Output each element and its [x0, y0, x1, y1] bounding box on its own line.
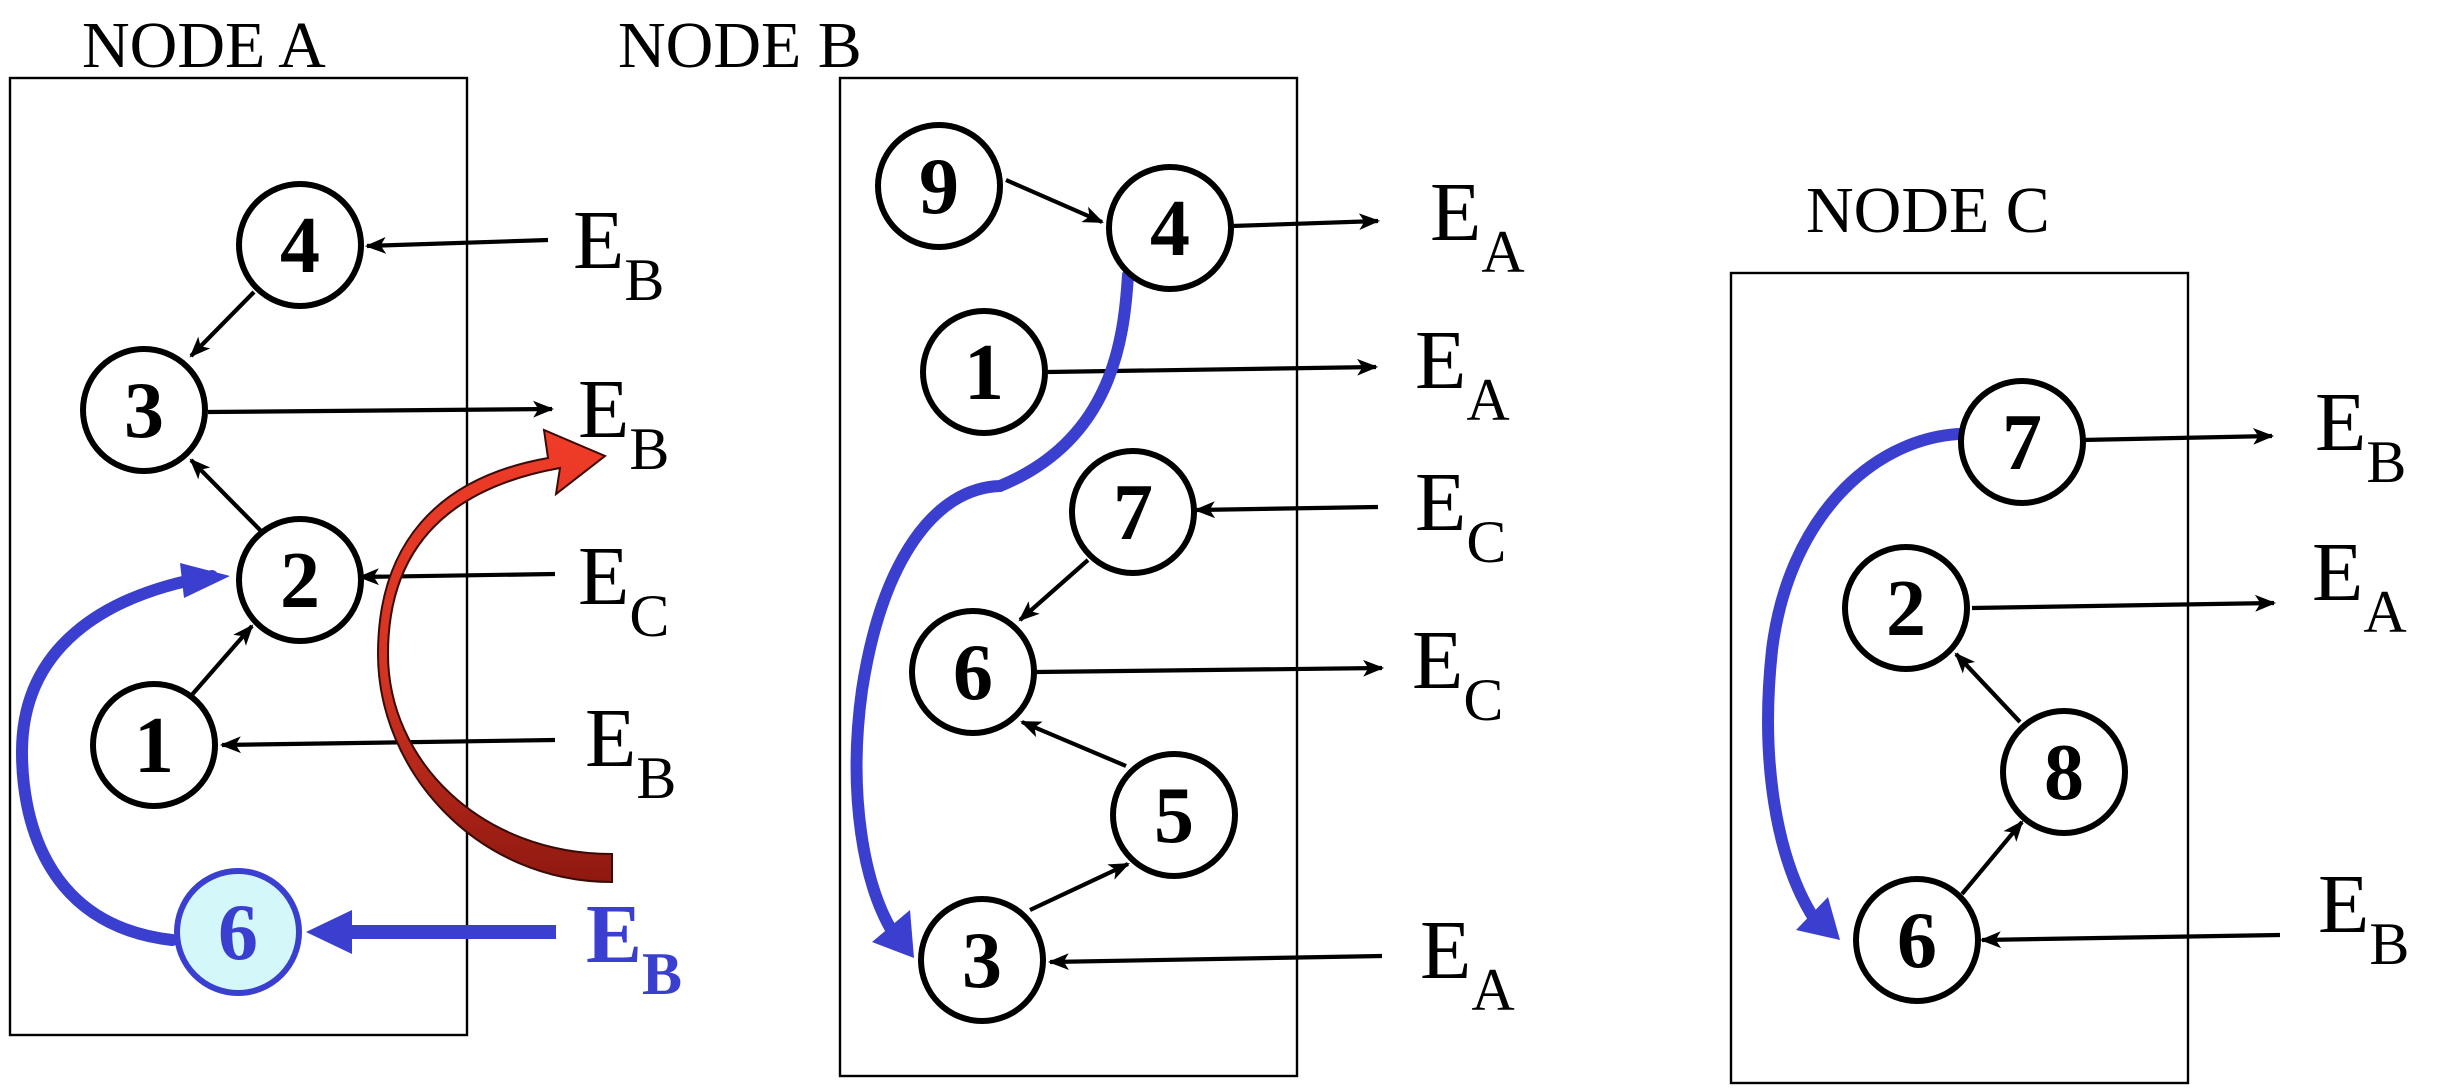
ext-label-b-3: EC — [1415, 456, 1506, 575]
ext-label-a-1: EB — [573, 194, 664, 313]
ext-label-a-4: EB — [585, 692, 676, 811]
ext-label-b-1: EA — [1430, 166, 1525, 285]
ext-label-b-2: EA — [1415, 314, 1510, 433]
edge-b9-b4 — [1005, 178, 1104, 224]
blue-curve-b4-b3 — [850, 269, 1134, 946]
ext-label-a-2: EB — [578, 363, 669, 482]
edge-c6-c8 — [1960, 820, 2024, 896]
node-c-title: NODE C — [1806, 174, 2050, 247]
node-a: NODE A 4 3 2 — [8, 9, 682, 1037]
ext-label-b-4: EC — [1412, 614, 1503, 733]
node-b-box — [838, 76, 1299, 1078]
ext-label-b-5: EA — [1420, 904, 1515, 1023]
ext-arrow-b-out-6 — [1035, 659, 1385, 677]
edge-a2-a3 — [189, 458, 264, 534]
circle-b7-label: 7 — [1113, 469, 1153, 557]
edge-a1-a2 — [188, 624, 254, 699]
ext-arrow-a-out-3 — [207, 400, 555, 418]
circle-b9: 9 — [875, 122, 1003, 250]
circle-c8: 8 — [2000, 708, 2128, 836]
circle-a6-highlighted: 6 — [174, 868, 302, 996]
circle-b3: 3 — [918, 896, 1046, 1024]
node-b-title: NODE B — [618, 9, 862, 82]
circle-a4: 4 — [236, 181, 364, 309]
ext-arrow-b-out-4 — [1231, 213, 1381, 231]
blue-arrowhead-eb — [306, 910, 352, 954]
node-a-title: NODE A — [82, 9, 326, 82]
circle-c6-label: 6 — [1897, 897, 1937, 985]
blue-arrowhead-b — [872, 910, 914, 958]
circle-a3-label: 3 — [124, 367, 164, 455]
edge-b5-b6 — [1020, 720, 1127, 768]
circle-b7: 7 — [1069, 448, 1197, 576]
node-c: NODE C 7 2 8 6 EB EA EB — [1729, 174, 2409, 1085]
blue-curve-c7-c6 — [1762, 428, 1964, 926]
node-b: NODE B 9 4 1 7 — [618, 9, 1525, 1078]
circle-c6: 6 — [1853, 876, 1981, 1004]
ext-arrow-a-in-4 — [364, 236, 549, 254]
ext-label-a-5-highlighted: EB — [586, 888, 682, 1007]
circle-b1: 1 — [920, 308, 1048, 436]
circle-b6-label: 6 — [953, 629, 993, 717]
node-c-box — [1729, 271, 2190, 1085]
edge-a4-a3 — [189, 290, 256, 358]
circle-c7-label: 7 — [2002, 399, 2042, 487]
circle-c2: 2 — [1842, 544, 1970, 672]
circle-b4-label: 4 — [1150, 185, 1190, 273]
circle-b3-label: 3 — [962, 917, 1002, 1005]
ext-arrow-b-in-7 — [1193, 501, 1379, 519]
ext-arrow-a-in-1 — [219, 736, 556, 754]
node-a-box — [8, 76, 469, 1037]
circle-a1-label: 1 — [134, 702, 174, 790]
blue-arrowhead-a — [180, 563, 230, 598]
ext-label-c-3: EB — [2318, 858, 2409, 977]
circle-a3: 3 — [80, 346, 208, 474]
circle-a2: 2 — [236, 516, 364, 644]
circle-a4-label: 4 — [280, 202, 320, 290]
circle-b5: 5 — [1110, 751, 1238, 879]
circle-c7: 7 — [1958, 378, 2086, 506]
circle-b4: 4 — [1106, 164, 1234, 292]
ext-label-a-3: EC — [578, 530, 669, 649]
edge-b3-b5 — [1029, 862, 1130, 912]
ext-label-c-2: EA — [2312, 526, 2407, 645]
ext-arrow-c-out-2 — [1971, 594, 2277, 612]
ext-arrow-c-out-7 — [2081, 427, 2275, 445]
edge-c8-c2 — [1954, 652, 2022, 724]
blue-curve-a6-a2 — [15, 570, 218, 946]
circle-c2-label: 2 — [1886, 565, 1926, 653]
edge-b7-b6 — [1018, 558, 1090, 622]
blue-arrowhead-c — [1796, 897, 1840, 940]
ext-arrow-b-out-1 — [1047, 358, 1379, 376]
circle-b1-label: 1 — [964, 329, 1004, 417]
ext-arrow-b-in-3 — [1047, 953, 1383, 971]
circle-b6: 6 — [909, 608, 1037, 736]
circle-b5-label: 5 — [1154, 772, 1194, 860]
ext-arrow-c-in-6 — [1979, 931, 2281, 949]
ext-label-c-1: EB — [2315, 376, 2406, 495]
circle-a2-label: 2 — [280, 537, 320, 625]
circle-a6-label: 6 — [218, 889, 258, 977]
red-arrow-shape — [376, 428, 613, 884]
red-curved-arrow — [376, 428, 613, 884]
circle-c8-label: 8 — [2044, 729, 2084, 817]
circle-b9-label: 9 — [919, 143, 959, 231]
circle-a1: 1 — [90, 681, 218, 809]
